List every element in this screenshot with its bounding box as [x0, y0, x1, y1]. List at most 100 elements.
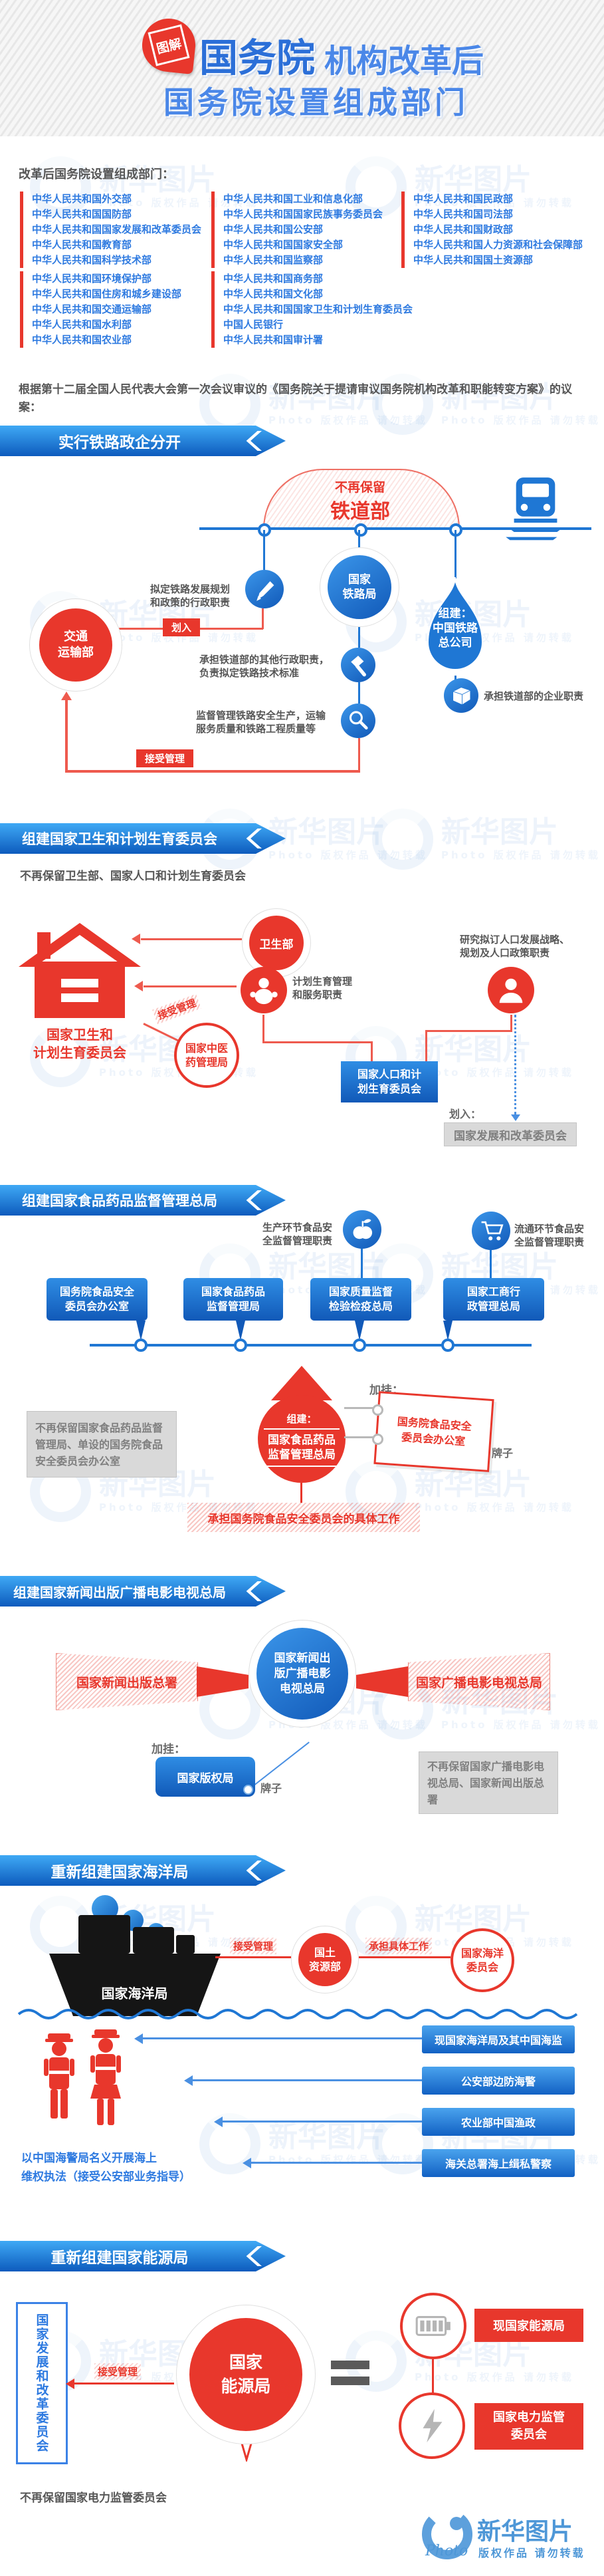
cfda-triangle [271, 1366, 332, 1400]
plate-word: 牌子 [492, 1447, 514, 1460]
oceanic-commission-circle: 国家海洋 委员会 [451, 1928, 514, 1992]
dept-item: 中华人民共和国科学技术部 [32, 254, 152, 266]
connector [223, 2121, 422, 2123]
dept-item: 中华人民共和国财政部 [413, 223, 514, 235]
arrowhead [214, 2117, 223, 2127]
header: 图解 国务院 机构改革后 国务院设置组成部门 [0, 0, 604, 136]
arrowhead [132, 934, 140, 944]
sapprft-circle: 国家新闻出 版广播电影 电视总局 [256, 1628, 348, 1720]
bubble-pointer [443, 1321, 453, 1341]
department-group-4: 中华人民共和国环境保护部 中华人民共和国住房和城乡建设部 中华人民共和国交通运输… [20, 271, 213, 348]
pop-duty-text: 研究拟订人口发展战略、规划及人口政策职责 [460, 934, 570, 959]
section-banner-media: 组建国家新闻出版广播电影电视总局 [0, 1576, 286, 1607]
departments-heading: 改革后国务院设置组成部门： [19, 168, 174, 182]
connector [262, 608, 264, 629]
arrowhead [134, 2033, 143, 2044]
house-icon [19, 923, 141, 1018]
dept-item: 中华人民共和国环境保护部 [32, 273, 152, 285]
arrowhead [184, 2075, 193, 2086]
footer-notice: 版权作品 请勿转载 [478, 2547, 585, 2559]
food-timeline [90, 1344, 532, 1347]
dept-item: 中华人民共和国国家发展和改革委员会 [32, 223, 202, 235]
soa-label: 国家海洋局 [101, 1986, 168, 2001]
magnifier-circle [341, 704, 375, 738]
connector [425, 1030, 512, 1032]
connector [358, 627, 360, 648]
section-banner-food: 组建国家食品药品监督管理总局 [0, 1185, 286, 1216]
sarft-megaphone: 国家广播电影电视总局 [408, 1653, 550, 1710]
connector [454, 676, 456, 681]
equals-bar [331, 2361, 369, 2369]
hammer-circle [341, 648, 375, 682]
connector [143, 2037, 422, 2039]
dept-item: 中华人民共和国商务部 [223, 273, 324, 285]
connector [74, 2383, 174, 2384]
connector [510, 1015, 512, 1032]
department-group-5: 中华人民共和国商务部 中华人民共和国文化部 中华人民共和国国家卫生和计划生育委员… [211, 271, 416, 348]
lightning-icon [423, 2408, 443, 2443]
arrowhead [134, 981, 143, 991]
arrowhead [61, 692, 72, 700]
person-circle [488, 967, 534, 1013]
cart-circle [472, 1212, 510, 1250]
footer-script: Photo [425, 2543, 468, 2559]
plate-sign: 国务院食品安全 委员会办公室 [373, 1391, 494, 1472]
gapp-label: 国家新闻出版总署 [76, 1675, 177, 1690]
department-group-1: 中华人民共和国外交部 中华人民共和国国防部 中华人民共和国国家发展和改革委员会 … [20, 192, 213, 268]
duty-supervise-text: 监督管理铁路安全生产，运输服务质量和铁路工程质量等 [196, 709, 326, 735]
dept-item: 中华人民共和国审计署 [223, 334, 324, 346]
cfda-name: 国家食品药品 监督管理总局 [264, 1428, 340, 1467]
connector [371, 1041, 373, 1063]
pencil-circle [245, 570, 284, 608]
section-banner-energy: 重新组建国家能源局 [0, 2241, 286, 2271]
dept-item: 中华人民共和国人力资源和社会保障部 [413, 239, 583, 251]
accept-mgmt-tag: 接受管理 [136, 749, 194, 767]
ndrc-box: 国家发展和改革委员会 [444, 1122, 577, 1146]
arrowhead [243, 2158, 251, 2168]
dept-item: 中华人民共和国民政部 [413, 193, 514, 205]
page-title-rest: 机构改革后 [324, 43, 484, 80]
duty-admin-text: 承担铁道部的其他行政职责，负责拟定铁路技术标准 [199, 654, 330, 679]
ship-icon [49, 1915, 221, 2016]
dept-item: 中华人民共和国国家卫生和计划生育委员会 [223, 303, 413, 315]
connector [215, 1956, 291, 1958]
connector [262, 1041, 373, 1043]
arrowhead [511, 1114, 520, 1121]
circulation-duty-text: 流通环节食品安全监督管理职责 [514, 1223, 585, 1248]
ministry-of-railways-label: 铁道部 [330, 500, 390, 523]
connector [262, 1015, 264, 1043]
baby-icon [250, 977, 278, 1005]
dept-item: 中华人民共和国工业和信息化部 [223, 193, 363, 205]
source-box-food-safety-office: 国务院食品安全 委员会办公室 [47, 1278, 148, 1321]
battery-circle [400, 2293, 466, 2359]
plate-word: 牌子 [260, 1782, 282, 1795]
dept-item: 中华人民共和国交通运输部 [32, 303, 152, 315]
work-note-strip: 承担国务院食品安全委员会的具体工作 [187, 1503, 420, 1532]
connector [432, 2359, 434, 2395]
dept-item: 中华人民共和国农业部 [32, 334, 132, 346]
timeline-node [441, 1339, 454, 1352]
dept-item: 中华人民共和国外交部 [32, 193, 132, 205]
jiagua-label: 加挂： [151, 1743, 185, 1756]
huaru-tag: 划入 [163, 618, 201, 636]
lightning-circle [399, 2392, 465, 2459]
connector [361, 1249, 363, 1279]
ndrc-vertical-box: 国家发展和改革委员会 [16, 2302, 68, 2464]
dept-item: 中华人民共和国住房和城乡建设部 [32, 288, 182, 300]
gapp-megaphone: 国家新闻出版总署 [56, 1653, 198, 1710]
nhfpc-label: 国家卫生和 计划生育委员会 [33, 1027, 126, 1061]
huaru-label: 划入： [449, 1108, 482, 1120]
sarft-tip [356, 1666, 408, 1697]
plate-ring [372, 1404, 383, 1416]
connector [358, 530, 360, 557]
connector [141, 938, 242, 940]
npfpc-box: 国家人口和计 划生育委员会 [341, 1061, 438, 1102]
production-duty-text: 生产环节食品安全监督管理职责 [262, 1222, 333, 1247]
timeline-node [353, 1339, 366, 1352]
train-icon [506, 477, 561, 541]
dotted-connector [514, 1015, 516, 1114]
duty-enterprise-text: 承担铁道部的企业职责 [484, 690, 584, 702]
form-label: 组建： [286, 1412, 317, 1425]
cart-icon [481, 1221, 504, 1241]
